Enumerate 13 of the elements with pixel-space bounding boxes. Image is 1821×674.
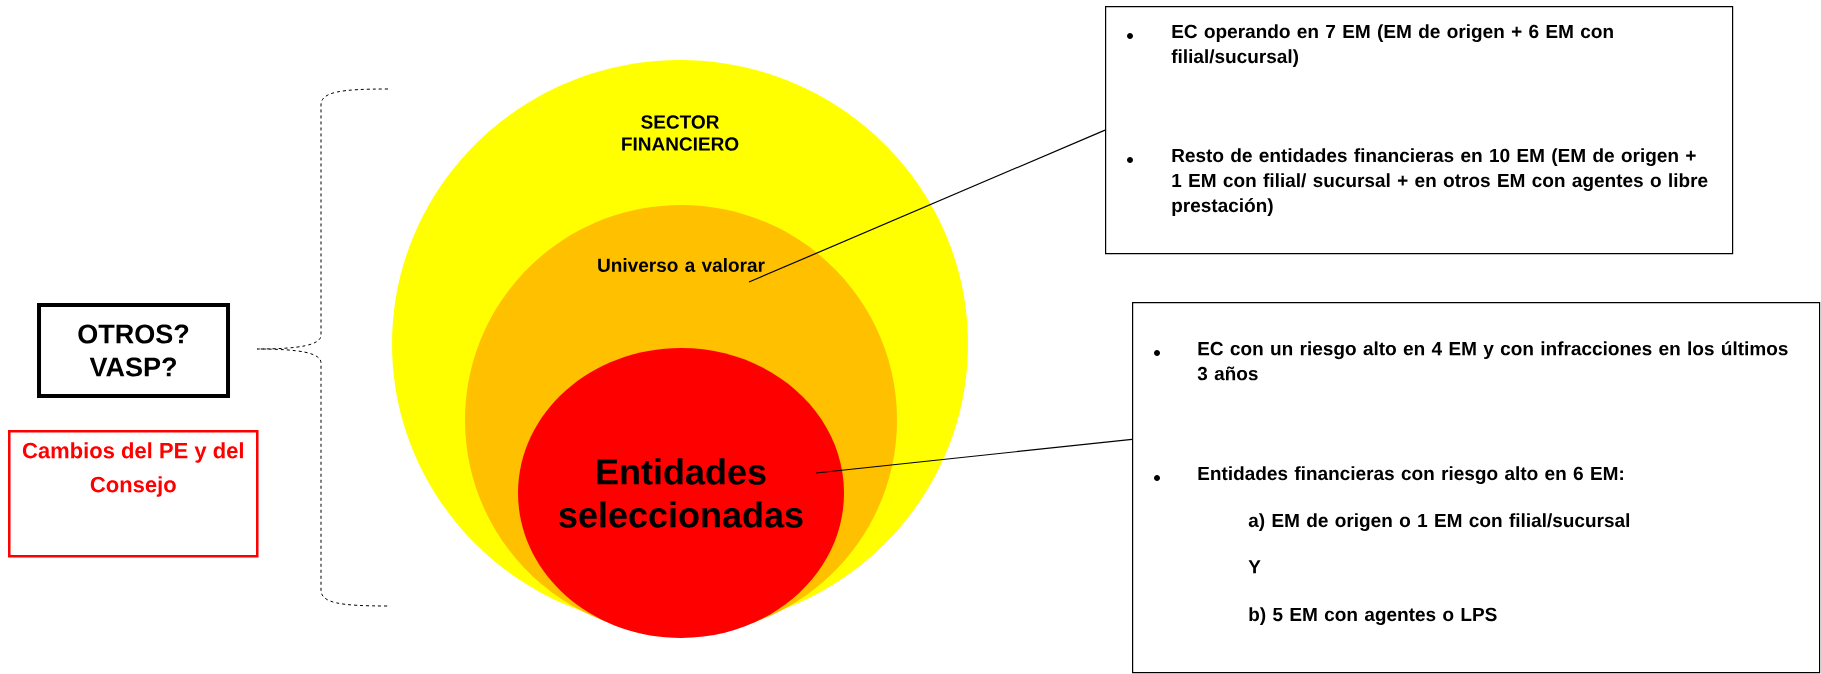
text-box <box>1105 6 1734 255</box>
text: Resto de entidades financieras en 10 EM (EM de origen + 1 EM con filial/ sucursal + en otros EM con agentes o libre prestación) <box>1172 148 1708 216</box>
text: b) 5 EM con agentes o LPS <box>1249 607 1497 625</box>
text-box <box>1132 302 1821 674</box>
text: Entidades financieras con riesgo alto en 6 EM: <box>1198 466 1623 484</box>
leader-line <box>748 129 1106 283</box>
leader-line <box>815 438 1133 474</box>
text: Y <box>1248 560 1261 574</box>
text-box: Cambios del PE y del Consejo <box>8 430 259 558</box>
text: EC con un riesgo alto en 4 EM y con infracciones en los últimos 3 años <box>1197 341 1788 381</box>
text: EC operando en 7 EM (EM de origen + 6 EM con filial/sucursal) <box>1171 24 1613 67</box>
text: a) EM de origen o 1 EM con filial/sucursal <box>1248 513 1630 531</box>
text-box: OTROS? VASP? <box>37 303 230 398</box>
